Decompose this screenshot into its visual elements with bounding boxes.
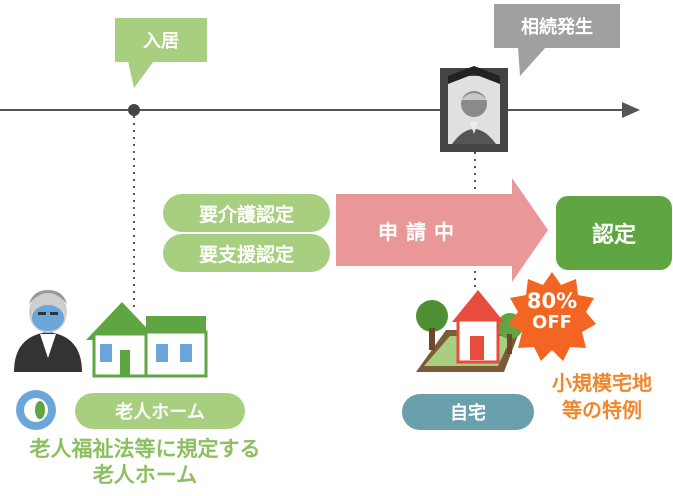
own-home-label: 自宅 bbox=[402, 394, 534, 430]
elderly-person-icon bbox=[14, 290, 82, 372]
timeline-arrowhead bbox=[622, 102, 640, 118]
applying-label: 申請中 bbox=[378, 219, 462, 244]
nursing-home-label-text: 老人ホーム bbox=[115, 402, 205, 423]
memorial-portrait-icon bbox=[440, 66, 508, 152]
support-certification-label: 要支援認定 bbox=[198, 243, 294, 266]
applying-arrow bbox=[336, 178, 548, 282]
certified-box: 認定 bbox=[556, 196, 672, 270]
certified-label: 認定 bbox=[591, 223, 636, 248]
discount-badge bbox=[508, 272, 596, 361]
welfare-law-line-1: 老人福祉法等に規定する bbox=[29, 437, 261, 461]
discount-percent: 80% bbox=[526, 289, 578, 313]
inheritance-bubble-tail bbox=[518, 47, 546, 76]
small-land-special-rule: 小規模宅地 等の特例 bbox=[536, 370, 668, 424]
care-certification-pill: 要介護認定 bbox=[163, 194, 330, 232]
move-in-point bbox=[128, 104, 140, 116]
nursing-home-label: 老人ホーム bbox=[75, 393, 245, 429]
nursing-home-building-icon bbox=[86, 302, 208, 378]
nursing-home-label-icon bbox=[16, 390, 56, 430]
inheritance-label: 相続発生 bbox=[521, 17, 593, 38]
inheritance-bubble: 相続発生 bbox=[494, 4, 620, 48]
move-in-label: 入居 bbox=[143, 31, 179, 52]
own-home-label-text: 自宅 bbox=[450, 403, 486, 424]
special-rule-line-2: 等の特例 bbox=[562, 398, 642, 422]
discount-off: OFF bbox=[532, 312, 572, 333]
welfare-law-line-2: 老人ホーム bbox=[92, 463, 198, 487]
support-certification-pill: 要支援認定 bbox=[163, 234, 330, 272]
care-certification-label: 要介護認定 bbox=[198, 203, 294, 226]
move-in-bubble-tail bbox=[128, 61, 154, 88]
own-home-icon bbox=[416, 290, 523, 372]
special-rule-line-1: 小規模宅地 bbox=[552, 371, 652, 395]
welfare-law-description: 老人福祉法等に規定する 老人ホーム bbox=[0, 436, 290, 488]
move-in-bubble: 入居 bbox=[115, 18, 207, 62]
